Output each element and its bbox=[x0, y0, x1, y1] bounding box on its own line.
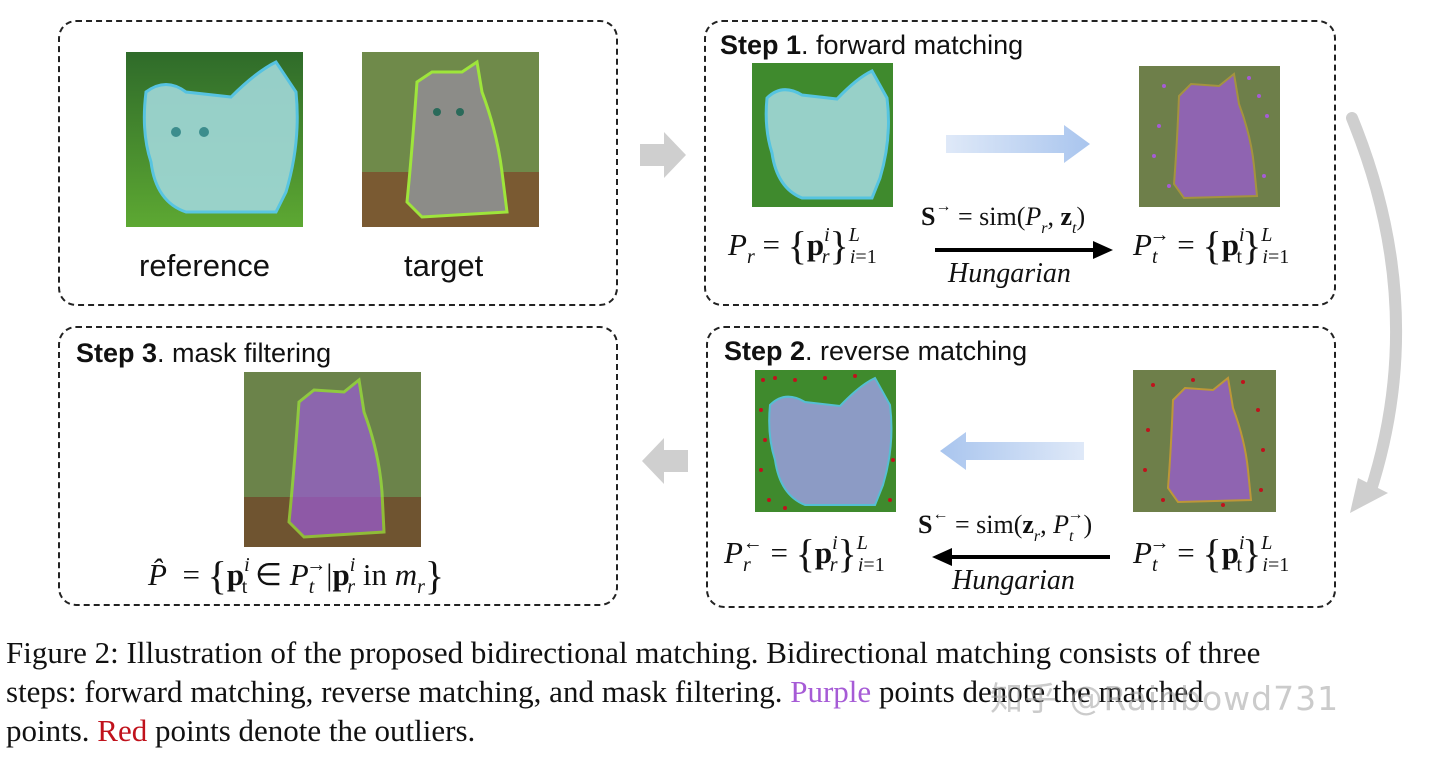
step3-formula: P̂ = {pit ∈ Pt→|pir in mr} bbox=[148, 553, 445, 598]
reference-label: reference bbox=[139, 248, 270, 283]
target-label: target bbox=[404, 248, 484, 283]
panel-step1 bbox=[704, 20, 1336, 306]
blue-arrow-left-icon bbox=[940, 432, 1084, 470]
watermark: 知乎 @Rainbowd731 bbox=[990, 679, 1340, 718]
step2-hungarian-label: Hungarian bbox=[952, 565, 1075, 596]
step1-target-image bbox=[1139, 66, 1280, 207]
step2-formula-right: Pt→ = {pit}Li=1 bbox=[1133, 531, 1290, 576]
curved-gray-arrow-icon bbox=[1346, 112, 1403, 513]
gray-arrow-left-icon bbox=[642, 438, 688, 484]
target-image bbox=[362, 52, 539, 227]
step3-title: Step 3. mask filtering bbox=[76, 338, 332, 368]
reference-image bbox=[126, 52, 303, 227]
step1-formula-right: Pt→ = {pit}Li=1 bbox=[1133, 223, 1290, 268]
step1-black-arrow-right-icon bbox=[935, 241, 1113, 259]
step1-hungarian-label: Hungarian bbox=[948, 258, 1071, 289]
panel-input bbox=[58, 20, 618, 306]
step1-title: Step 1. forward matching bbox=[720, 30, 1024, 60]
caption-purple-word: Purple bbox=[790, 674, 872, 709]
caption-line-3: points. Red points denote the outliers. bbox=[6, 713, 476, 748]
panel-step2 bbox=[706, 326, 1336, 608]
caption-line-2: steps: forward matching, reverse matchin… bbox=[6, 674, 1204, 709]
step2-formula-left: Pr← = {pir}Li=1 bbox=[724, 531, 885, 576]
step2-reference-image bbox=[755, 370, 896, 512]
step2-black-arrow-left-icon bbox=[932, 548, 1110, 566]
figure-caption: Figure 2: Illustration of the proposed b… bbox=[6, 633, 1434, 750]
step1-formula-left: Pr = {pir}Li=1 bbox=[728, 223, 877, 268]
step2-title: Step 2. reverse matching bbox=[724, 336, 1028, 366]
step2-score: S← = sim(zr, Pt→) bbox=[918, 506, 1093, 545]
panel-step3 bbox=[58, 326, 618, 606]
step2-target-image bbox=[1133, 370, 1276, 512]
gray-arrow-right-icon bbox=[640, 132, 686, 178]
blue-arrow-right-icon bbox=[946, 125, 1090, 163]
caption-red-word: Red bbox=[97, 713, 148, 748]
step1-score: S→ = sim(Pr, zt) bbox=[921, 198, 1086, 237]
step3-image bbox=[244, 372, 421, 547]
caption-line-1: Figure 2: Illustration of the proposed b… bbox=[6, 635, 1261, 670]
step1-reference-image bbox=[752, 63, 893, 207]
